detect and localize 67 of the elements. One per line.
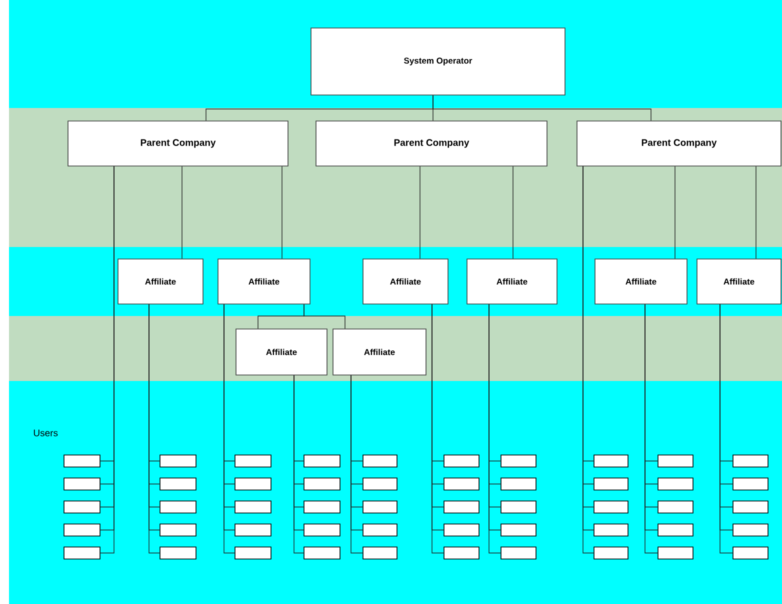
user-box xyxy=(444,546,480,560)
affiliate-box: Affiliate xyxy=(466,258,558,304)
user-box xyxy=(444,500,480,514)
user-box xyxy=(594,524,628,536)
user-box xyxy=(160,478,196,490)
user-box xyxy=(732,478,768,490)
affiliate-box: Affiliate xyxy=(696,258,782,304)
connector-line xyxy=(674,166,676,259)
user-box xyxy=(444,478,480,490)
user-box xyxy=(500,478,536,490)
affiliate-box: Affiliate xyxy=(218,258,310,304)
user-box xyxy=(594,478,628,490)
user-box xyxy=(160,546,196,560)
affiliate-box: Affiliate xyxy=(362,258,448,304)
user-box xyxy=(362,500,398,514)
operator-box: System Operator xyxy=(310,28,566,96)
user-box xyxy=(304,524,340,536)
user-box xyxy=(304,478,340,490)
user-box xyxy=(658,454,694,468)
user-box xyxy=(732,546,768,560)
parent-company-box: Parent Company xyxy=(316,120,548,166)
user-box xyxy=(234,454,272,468)
section-label: Users xyxy=(34,430,58,436)
user-box xyxy=(658,524,694,536)
user-box xyxy=(234,500,272,514)
user-box xyxy=(594,500,628,514)
connector-line xyxy=(432,95,652,121)
user-box xyxy=(732,454,768,468)
connector-line xyxy=(512,166,514,259)
affiliate-box: Affiliate xyxy=(594,258,688,304)
user-box xyxy=(732,500,768,514)
user-box xyxy=(658,478,694,490)
parent-company-box: Parent Company xyxy=(576,120,782,166)
user-box xyxy=(362,454,398,468)
user-box xyxy=(64,478,100,490)
user-box xyxy=(234,478,272,490)
user-box xyxy=(362,524,398,536)
user-box xyxy=(64,454,100,468)
user-box xyxy=(304,546,340,560)
user-box xyxy=(234,524,272,536)
user-box xyxy=(658,546,694,560)
user-box xyxy=(500,500,536,514)
user-box xyxy=(500,546,536,560)
user-box xyxy=(304,500,340,514)
user-box xyxy=(594,546,628,560)
user-box xyxy=(362,546,398,560)
user-box xyxy=(500,454,536,468)
affiliate-box: Affiliate xyxy=(236,328,328,376)
user-box xyxy=(444,454,480,468)
user-box xyxy=(64,524,100,536)
user-box xyxy=(160,454,196,468)
user-box xyxy=(160,500,196,514)
connector-line xyxy=(304,304,346,329)
user-box xyxy=(732,524,768,536)
user-box xyxy=(362,478,398,490)
affiliate-box: Affiliate xyxy=(332,328,426,376)
user-box xyxy=(160,524,196,536)
user-box xyxy=(234,546,272,560)
parent-company-box: Parent Company xyxy=(68,120,288,166)
user-box xyxy=(594,454,628,468)
affiliate-box: Affiliate xyxy=(118,258,204,304)
user-box xyxy=(64,546,100,560)
user-box xyxy=(444,524,480,536)
user-box xyxy=(64,500,100,514)
user-box xyxy=(500,524,536,536)
user-box xyxy=(304,454,340,468)
user-box xyxy=(658,500,694,514)
